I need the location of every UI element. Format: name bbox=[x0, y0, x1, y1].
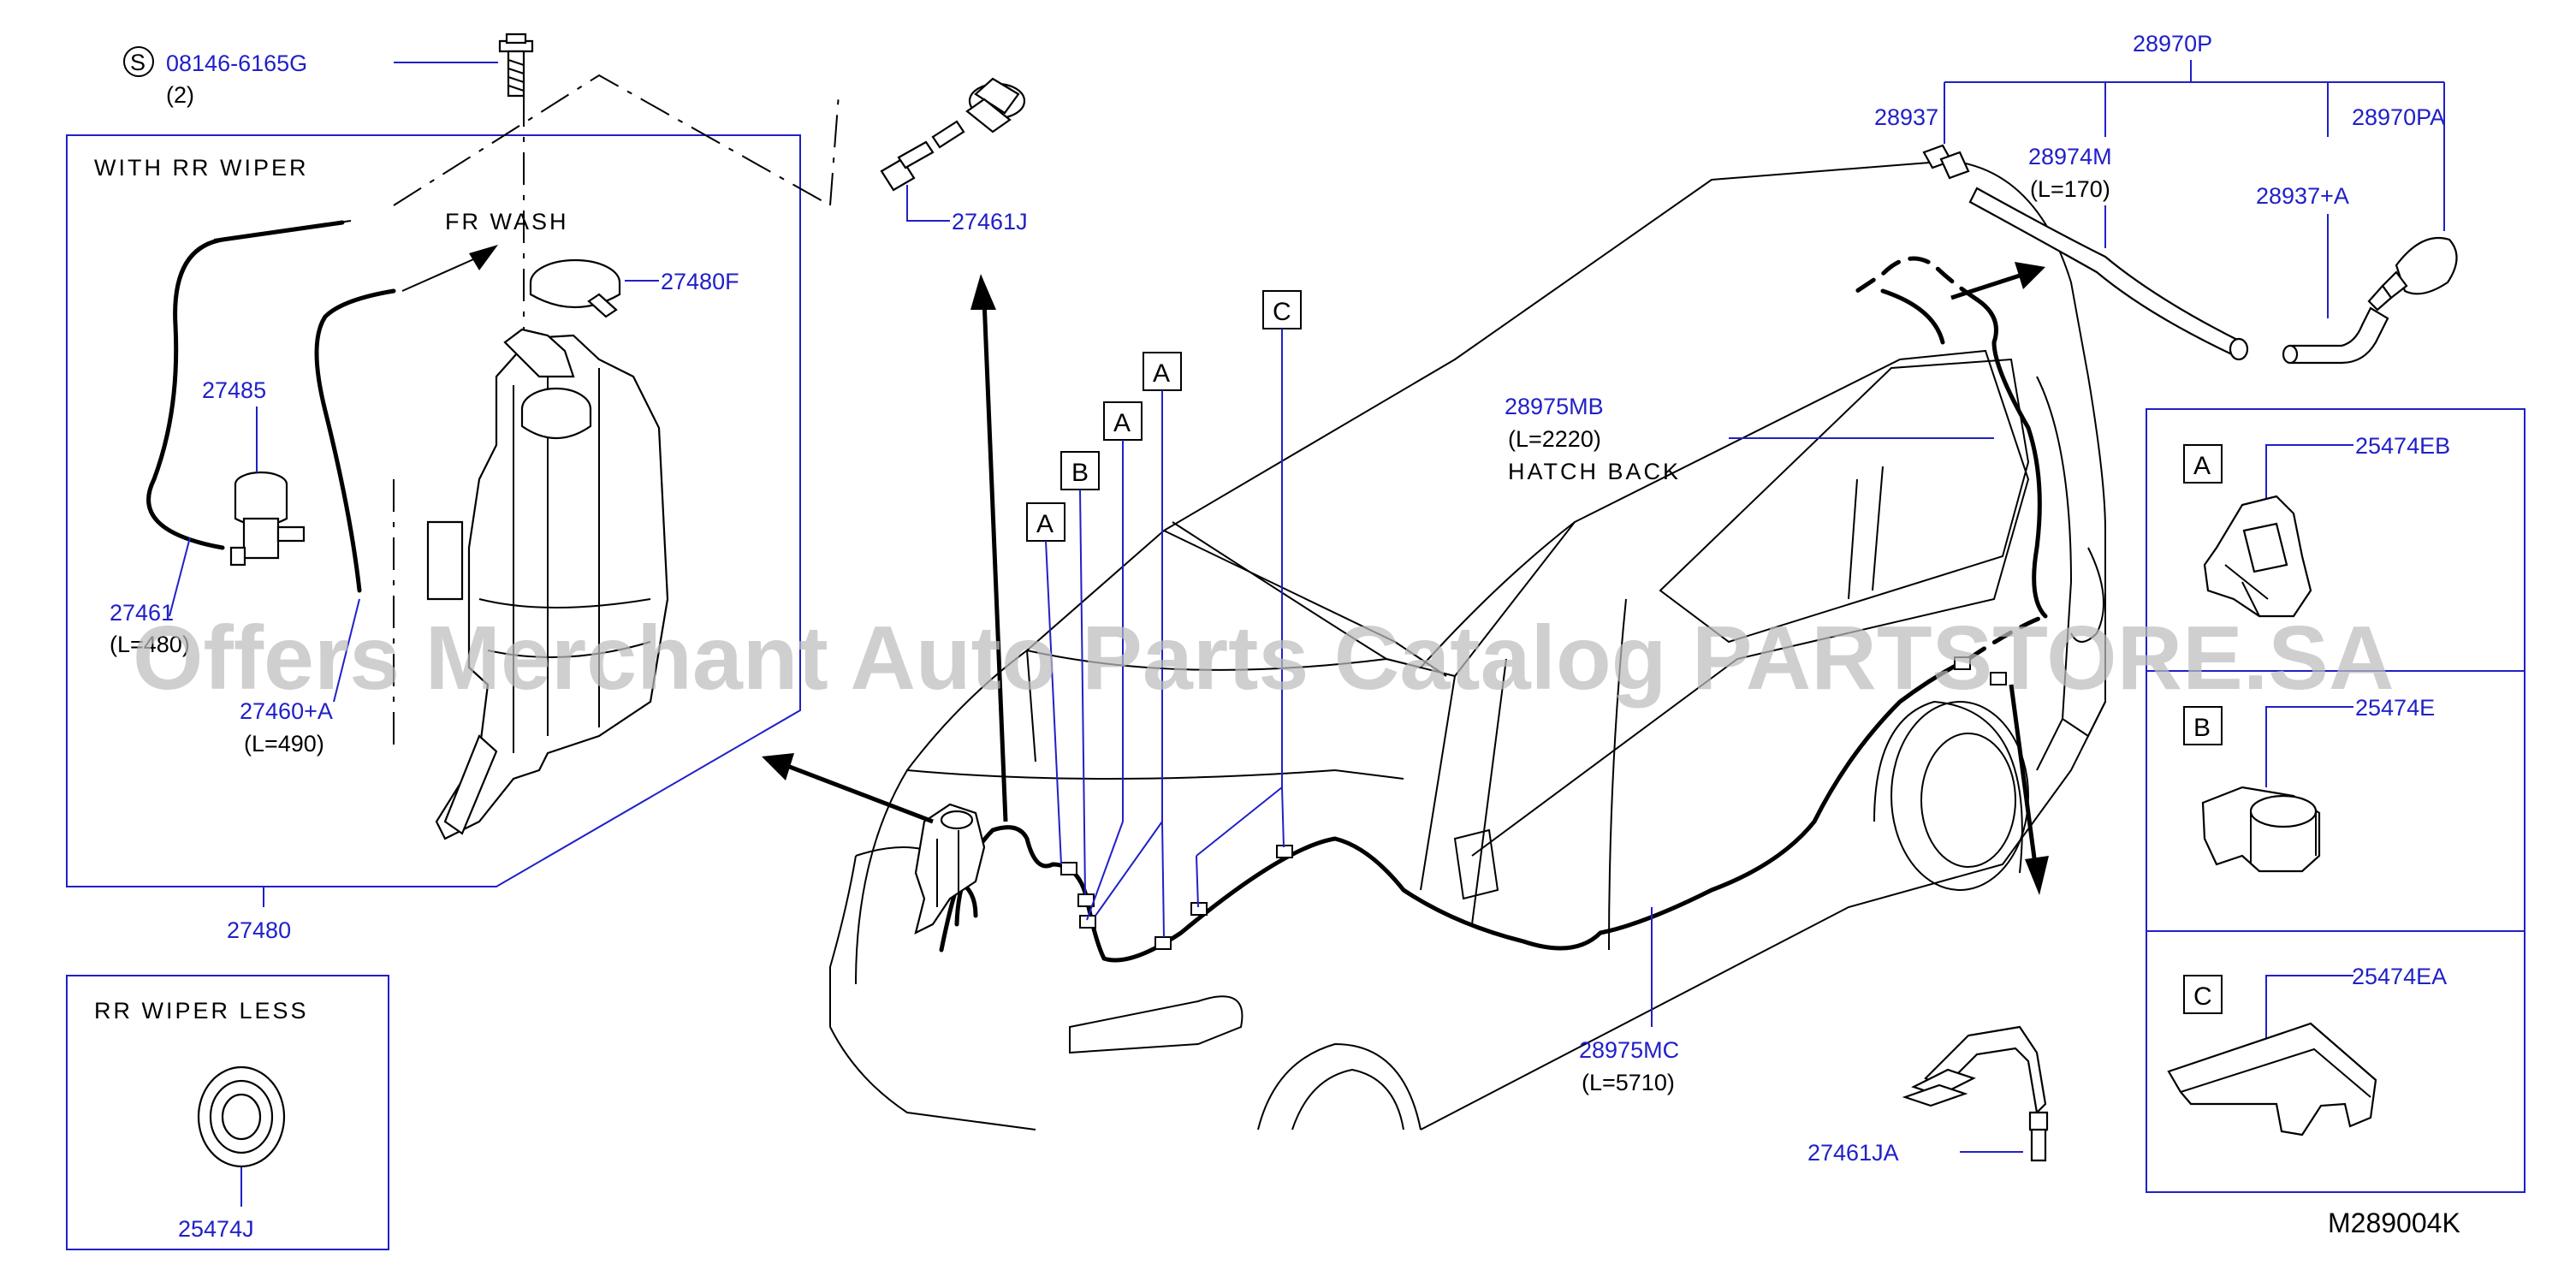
hose-clips bbox=[1060, 656, 2007, 950]
with-rr-wiper-label: WITH RR WIPER bbox=[94, 155, 308, 181]
car-reservoir-icon bbox=[914, 803, 986, 935]
reservoir-cap-icon bbox=[529, 258, 621, 318]
part-25474j[interactable]: 25474J bbox=[178, 1216, 254, 1242]
clip-ref-b: B bbox=[1071, 459, 1089, 487]
part-28970pa[interactable]: 28970PA bbox=[2352, 104, 2445, 130]
clip-panel-ref-b: B bbox=[2193, 714, 2211, 742]
clips-panel: A 25474EB B 25474E C 25474EA bbox=[2146, 408, 2526, 1193]
clip-ref-a-2: A bbox=[1113, 409, 1131, 437]
part-28975mc[interactable]: 28975MC bbox=[1579, 1037, 1679, 1063]
clip-25474e-icon bbox=[2201, 786, 2321, 873]
part-28974m-length: (L=170) bbox=[2030, 176, 2110, 202]
part-27460a[interactable]: 27460+A bbox=[240, 698, 333, 724]
nozzle-27461j-icon bbox=[880, 77, 1026, 192]
bolt-group: S 08146-6165G (2) bbox=[123, 33, 534, 108]
clips-panel-frame bbox=[2146, 408, 2526, 1193]
part-25474eb[interactable]: 25474EB bbox=[2355, 433, 2450, 459]
part-25474e[interactable]: 25474E bbox=[2355, 695, 2435, 721]
part-27461ja[interactable]: 27461JA bbox=[1807, 1140, 1899, 1166]
rear-nozzle-group: 28970P 28937 28974M (L=170) 28970PA 2893… bbox=[1874, 31, 2458, 365]
hose-28974m-icon bbox=[1968, 187, 2249, 361]
part-08146-6165g[interactable]: 08146-6165G bbox=[166, 50, 307, 76]
clip-ref-callouts: A B A A C bbox=[1026, 290, 1302, 938]
part-27461j[interactable]: 27461J bbox=[952, 209, 1028, 234]
part-28975mb[interactable]: 28975MB bbox=[1505, 394, 1604, 419]
clip-panel-ref-a: A bbox=[2193, 452, 2211, 480]
watermark-text: Offers Merchant Auto Parts Catalog PARTS… bbox=[133, 608, 2395, 709]
part-28975mb-length: (L=2220) bbox=[1508, 426, 1601, 452]
s-symbol-circle bbox=[123, 46, 154, 77]
hatch-back-label: HATCH BACK bbox=[1508, 459, 1681, 484]
part-25474ea[interactable]: 25474EA bbox=[2352, 964, 2447, 989]
part-28970p[interactable]: 28970P bbox=[2133, 31, 2212, 56]
part-27485[interactable]: 27485 bbox=[202, 377, 266, 403]
part-27480[interactable]: 27480 bbox=[227, 917, 291, 943]
with-rr-wiper-frame bbox=[66, 134, 801, 887]
part-28974m[interactable]: 28974M bbox=[2028, 144, 2112, 169]
diagram-id: M289004K bbox=[2328, 1208, 2460, 1238]
leader-arrows bbox=[762, 262, 2049, 895]
bolt-qty: (2) bbox=[166, 82, 194, 108]
s-symbol: S bbox=[130, 50, 145, 75]
washer-pump-icon bbox=[229, 471, 306, 567]
with-rr-wiper-group: WITH RR WIPER FR WASH 27480F bbox=[66, 74, 840, 887]
clip-ref-a-1: A bbox=[1036, 510, 1054, 538]
bolt-icon bbox=[498, 33, 534, 98]
clip-ref-c: C bbox=[1273, 298, 1291, 326]
nozzle-28970pa-icon bbox=[2367, 236, 2458, 312]
part-27460a-length: (L=490) bbox=[244, 731, 324, 757]
rr-wiper-less-frame bbox=[66, 975, 389, 1250]
clip-25474eb-icon bbox=[2203, 495, 2312, 618]
clip-25474ea-icon bbox=[2167, 1022, 2377, 1136]
washer-tank-icon bbox=[426, 328, 669, 840]
part-28937a[interactable]: 28937+A bbox=[2256, 183, 2349, 209]
part-28975mc-length: (L=5710) bbox=[1582, 1070, 1675, 1095]
clip-ref-a-3: A bbox=[1153, 359, 1170, 388]
part-27461-length: (L=480) bbox=[110, 632, 190, 657]
grommet-icon bbox=[197, 1065, 286, 1168]
connector-27461ja-icon bbox=[1902, 1025, 2049, 1162]
clip-panel-ref-c: C bbox=[2193, 982, 2212, 1011]
rr-wiper-less-label: RR WIPER LESS bbox=[94, 998, 309, 1024]
nozzle-28937-icon bbox=[1922, 144, 1970, 180]
part-27480f[interactable]: 27480F bbox=[661, 269, 739, 294]
hose-routing bbox=[939, 256, 2048, 963]
part-28937[interactable]: 28937 bbox=[1874, 104, 1938, 130]
elbow-28937a-icon bbox=[2282, 306, 2389, 365]
part-27461[interactable]: 27461 bbox=[110, 600, 174, 626]
rr-wiper-less-group: RR WIPER LESS 25474J bbox=[66, 975, 389, 1250]
fr-wash-label: FR WASH bbox=[445, 209, 569, 234]
